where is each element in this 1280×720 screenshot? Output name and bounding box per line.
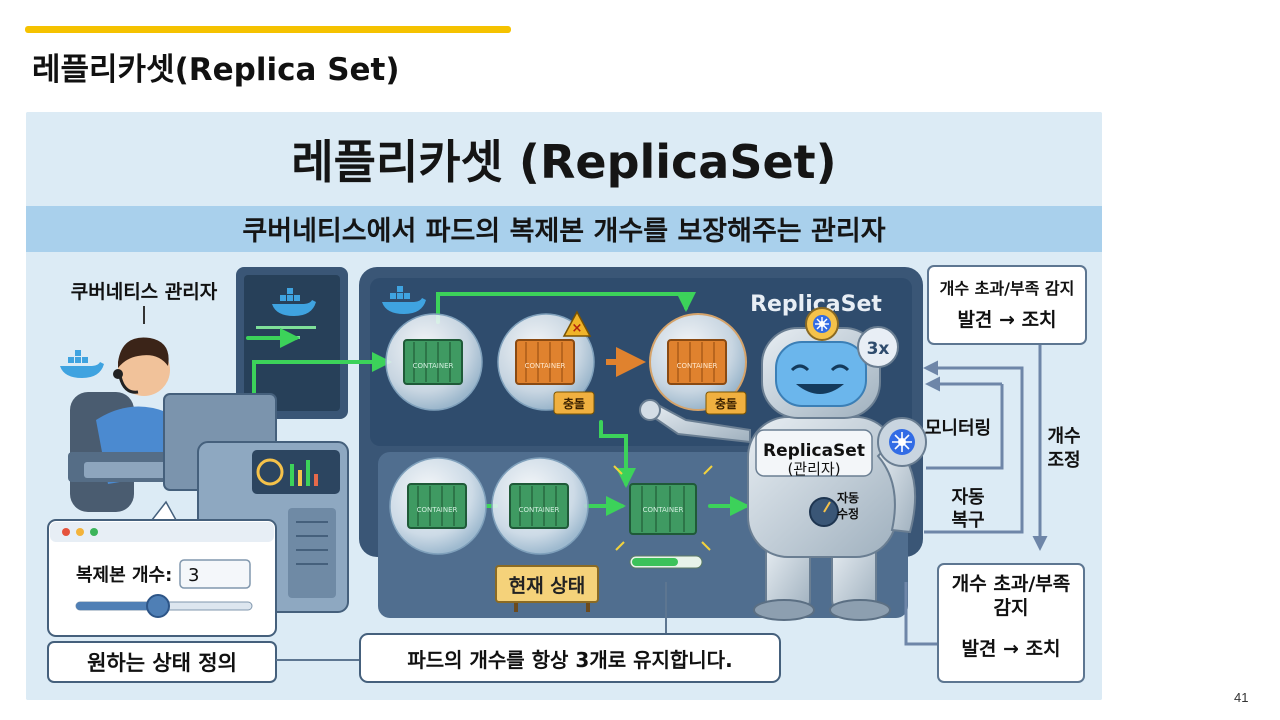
pod-bubble: CONTAINER <box>491 457 589 555</box>
pod-bubble-conflict: CONTAINER × 충돌 <box>497 310 595 415</box>
admin-desk <box>68 393 349 613</box>
illustration-subheading: 쿠버네티스에서 파드의 복제본 개수를 보장해주는 관리자 <box>242 216 885 247</box>
docker-whale-icon <box>60 350 104 378</box>
pod-bubble: CONTAINER <box>385 313 483 411</box>
admin-label: 쿠버네티스 관리자 <box>71 281 218 303</box>
warning-icon: × <box>562 310 592 337</box>
svg-text:감지: 감지 <box>994 597 1029 619</box>
svg-text:3x: 3x <box>867 339 890 359</box>
slider-handle[interactable] <box>146 594 170 618</box>
auto-recover-label-1: 자동 <box>951 487 984 508</box>
pod-bubble-conflict: CONTAINER 충돌 <box>649 313 747 415</box>
svg-text:개수 초과/부족: 개수 초과/부족 <box>952 573 1070 595</box>
replica-multiplier-badge: 3x <box>857 326 899 368</box>
count-adjust-label-1: 개수 <box>1047 426 1080 447</box>
container-box-orange: CONTAINER <box>667 339 727 385</box>
illustration-heading: 레플리카셋 (ReplicaSet) <box>291 135 836 189</box>
container-label: CONTAINER <box>417 506 458 514</box>
container-label: CONTAINER <box>643 506 684 514</box>
desired-state-caption: 원하는 상태 정의 <box>87 651 237 675</box>
page-number: 41 <box>1234 690 1249 705</box>
robot-dial-label-1: 자동 <box>837 490 859 505</box>
maintain-caption-box: 파드의 개수를 항상 3개로 유지합니다. <box>276 582 781 683</box>
container-box: CONTAINER <box>403 339 463 385</box>
docker-whale-icon <box>382 286 426 314</box>
svg-text:개수 초과/부족 감지: 개수 초과/부족 감지 <box>940 279 1075 298</box>
container-box: CONTAINER <box>407 483 467 529</box>
kubernetes-helm-icon <box>889 429 915 455</box>
desired-state-caption-box: 원하는 상태 정의 <box>47 641 277 683</box>
new-container: CONTAINER <box>613 465 713 551</box>
monitoring-label: 모니터링 <box>925 418 991 439</box>
conflict-tag: 충돌 <box>563 396 585 411</box>
replica-count-slider[interactable] <box>75 594 253 618</box>
svg-text:현재 상태: 현재 상태 <box>509 575 586 597</box>
docker-whale-icon <box>272 288 316 316</box>
slide-title: 레플리카셋(Replica Set) <box>32 52 400 88</box>
current-state-sign: 현재 상태 <box>495 565 599 612</box>
window-minimize-dot <box>76 528 84 536</box>
title-accent-bar <box>25 26 511 33</box>
subheading-band <box>26 206 1102 252</box>
maintain-caption: 파드의 개수를 항상 3개로 유지합니다. <box>407 648 732 672</box>
window-close-dot <box>62 528 70 536</box>
progress-bar <box>629 555 703 569</box>
replicaset-robot <box>639 307 927 621</box>
replica-count-label: 복제본 개수: <box>76 565 172 586</box>
conflict-tag: 충돌 <box>715 396 737 411</box>
kubernetes-helm-icon <box>813 315 831 333</box>
container-box: CONTAINER <box>509 483 569 529</box>
robot-label-sub: (관리자) <box>787 460 840 478</box>
container-label: CONTAINER <box>413 362 454 370</box>
replica-count-value: 3 <box>188 565 199 586</box>
svg-text:×: × <box>572 321 583 336</box>
container-label: CONTAINER <box>677 362 718 370</box>
window-maximize-dot <box>90 528 98 536</box>
replica-count-input[interactable]: 3 <box>179 559 251 589</box>
count-adjust-label-2: 조정 <box>1047 450 1080 471</box>
svg-text:발견 → 조치: 발견 → 조치 <box>961 638 1060 660</box>
auto-recover-label-2: 복구 <box>951 510 984 531</box>
pod-bubble: CONTAINER <box>389 457 487 555</box>
container-label: CONTAINER <box>525 362 566 370</box>
detect-box-bottom: 개수 초과/부족 감지 발견 → 조치 <box>937 563 1085 683</box>
svg-text:발견 → 조치: 발견 → 조치 <box>957 309 1056 331</box>
feedback-arrows <box>904 338 1048 646</box>
container-box-orange: CONTAINER <box>515 339 575 385</box>
detect-box-top: 개수 초과/부족 감지 발견 → 조치 <box>927 265 1087 345</box>
container-label: CONTAINER <box>519 506 560 514</box>
robot-label-title: ReplicaSet <box>763 441 865 461</box>
robot-dial-label-2: 수정 <box>837 506 859 521</box>
replicaset-illustration: 레플리카셋 (ReplicaSet) 쿠버네티스에서 파드의 복제본 개수를 보… <box>26 112 1102 700</box>
